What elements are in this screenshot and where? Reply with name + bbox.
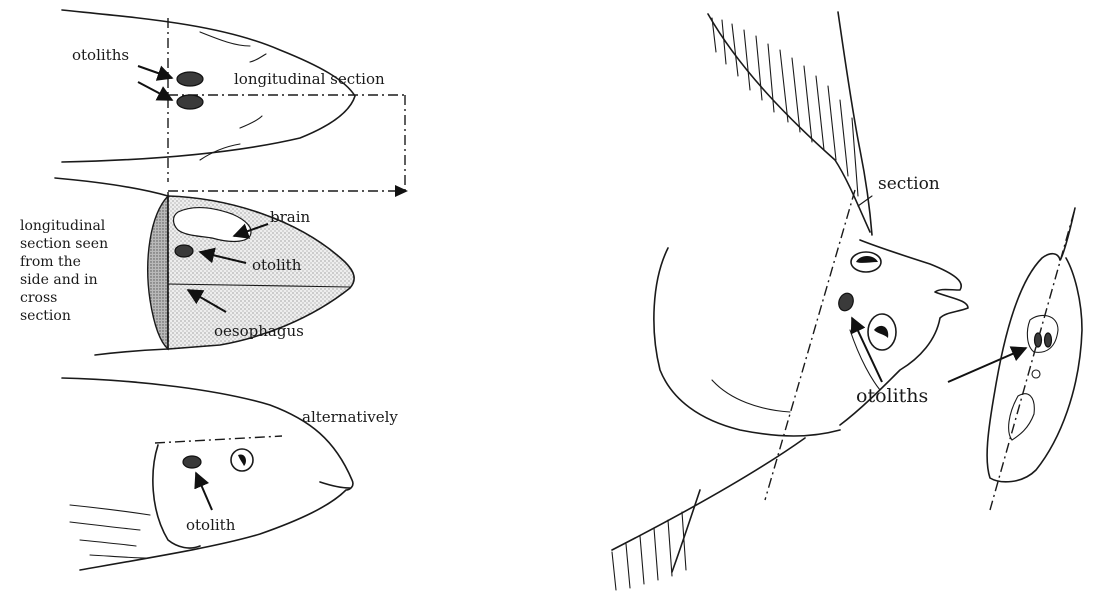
fin-rays-top — [712, 18, 858, 196]
top-fish-head-diagram: otoliths longitudinal section — [62, 10, 408, 197]
label-longitudinal-section: longitudinal section — [234, 70, 385, 88]
bottom-head-outline — [62, 378, 353, 570]
dorsal-fin — [708, 14, 870, 232]
flatfish-otolith — [836, 291, 855, 313]
flatfish-diagram: section otoliths — [612, 12, 1026, 590]
label-brain: brain — [270, 208, 311, 226]
label-otoliths-top: otoliths — [72, 46, 129, 64]
label-oesophagus: oesophagus — [214, 322, 304, 340]
top-otolith-lower — [177, 95, 203, 109]
bottom-otolith — [183, 456, 201, 468]
bottom-fish-head-diagram: alternatively otolith — [62, 378, 398, 570]
label-otolith-middle: otolith — [252, 256, 302, 274]
bottom-section-line — [155, 436, 282, 443]
cross-section-outline — [987, 208, 1082, 482]
flatfish-section-line — [765, 190, 855, 500]
top-otolith-upper — [177, 72, 203, 86]
label-otoliths-right: otoliths — [856, 385, 928, 407]
label-section-right: section — [878, 174, 940, 194]
flatfish-cross-section — [987, 208, 1082, 510]
middle-cross-section-diagram: brain otolith oesophagus longitudinal se… — [20, 178, 354, 355]
label-alternatively: alternatively — [302, 408, 398, 426]
label-otolith-bottom: otolith — [186, 516, 236, 534]
cross-otolith-right — [1045, 333, 1052, 347]
side-caption: longitudinal section seen from the side … — [20, 218, 113, 324]
cross-otolith-left — [1035, 333, 1042, 347]
middle-otolith — [175, 245, 193, 257]
fin-rays-bottom — [612, 512, 686, 590]
section-face — [148, 196, 168, 349]
flatfish-belly — [612, 438, 805, 550]
